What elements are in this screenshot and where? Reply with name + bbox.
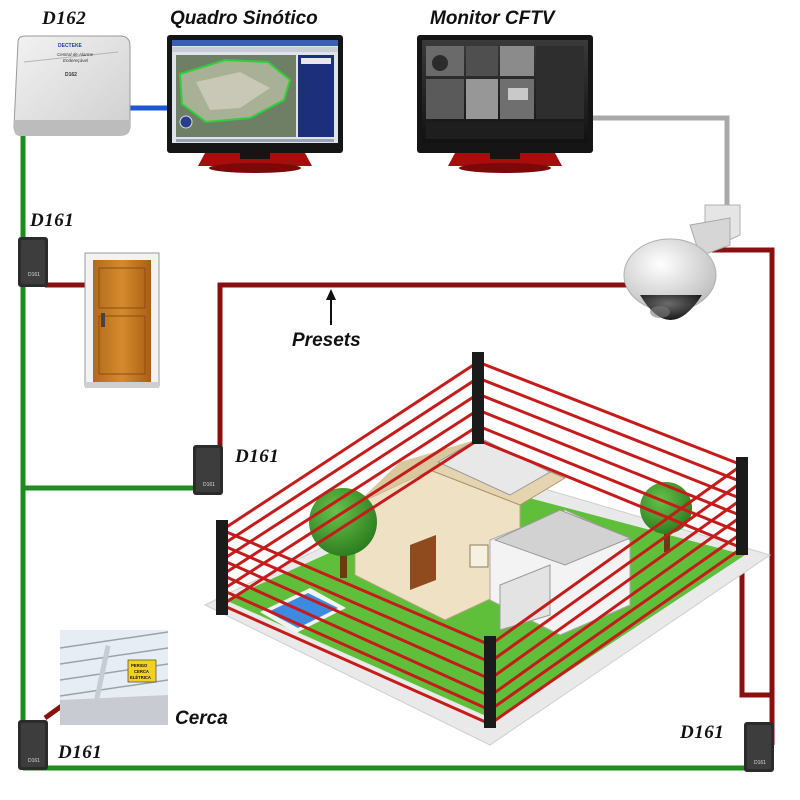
expander-bottom-left: D161 [18, 720, 48, 770]
red-sensor-wires [43, 247, 775, 745]
central-line2-text: Endereçável [63, 58, 89, 63]
expander-mid: D161 [193, 445, 223, 495]
sign-line1: PERIGO [131, 663, 148, 668]
electric-fence: PERIGO CERCA ELÉTRICA [59, 630, 169, 725]
central-brand-text: DECTEKE [58, 43, 83, 49]
svg-text:D161: D161 [203, 482, 215, 488]
expander-bottom-right: D161 [744, 722, 774, 772]
label-presets: Presets [292, 330, 361, 351]
label-d161-mid: D161 [235, 446, 280, 467]
label-d161-door: D161 [30, 210, 75, 231]
door [84, 252, 160, 388]
beam-posts [216, 352, 748, 728]
label-central-d162: D162 [42, 8, 87, 29]
label-monitor-cftv: Monitor CFTV [430, 8, 555, 29]
svg-text:D161: D161 [754, 760, 766, 766]
svg-text:D161: D161 [28, 272, 40, 278]
label-cerca: Cerca [175, 708, 228, 729]
label-d161-bottom-left: D161 [58, 742, 103, 763]
svg-text:D161: D161 [28, 758, 40, 764]
central-line1-text: Central de Alarme [57, 52, 94, 57]
central-model-text: D162 [65, 72, 77, 78]
beam-barriers [221, 360, 743, 726]
label-quadro-sinotico: Quadro Sinótico [170, 8, 318, 29]
sign-line2: CERCA [134, 669, 149, 674]
green-bus-wires [20, 135, 752, 771]
cftv-monitor [417, 35, 593, 173]
dome-camera [623, 204, 741, 320]
sign-line3: ELÉTRICA [130, 675, 151, 680]
sinotico-monitor [167, 35, 343, 173]
presets-arrow [326, 289, 336, 325]
gray-video-wire [592, 115, 730, 215]
label-d161-bottom-right: D161 [680, 722, 725, 743]
expander-door: D161 [18, 237, 48, 287]
central-d162: DECTEKE Central de Alarme Endereçável D1… [13, 35, 131, 136]
